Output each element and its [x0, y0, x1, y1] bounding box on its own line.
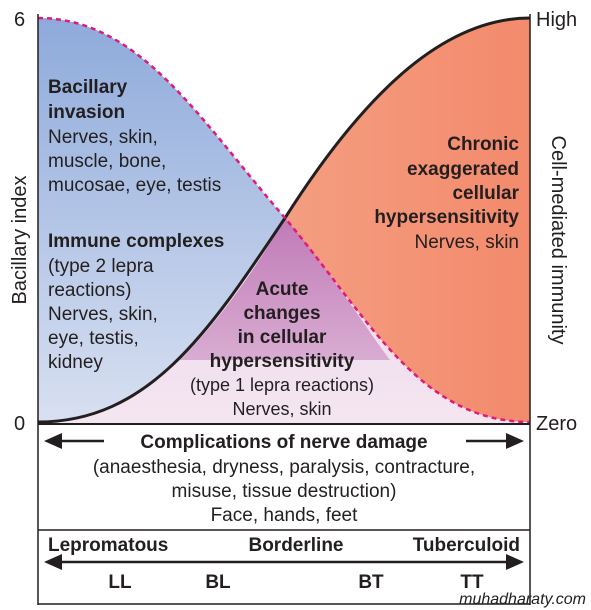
spectrum-code-tt: TT — [460, 572, 484, 593]
complications-arrowhead-right — [506, 433, 524, 449]
right-axis-bottom: Zero — [536, 413, 577, 435]
bacillary-title-line2: invasion — [48, 102, 125, 123]
bacillary-sites-line1: Nerves, skin, — [48, 127, 158, 148]
acute-line4: hypersensitivity — [210, 351, 355, 372]
acute-line3: in cellular — [238, 327, 327, 348]
spectrum-code-ll: LL — [108, 572, 132, 593]
spectrum-arrowhead-right — [506, 554, 524, 570]
spectrum-code-bl: BL — [205, 572, 231, 593]
left-axis-top: 6 — [14, 9, 25, 31]
acute-sites: Nerves, skin — [232, 399, 331, 419]
spectrum-borderline: Borderline — [248, 535, 343, 556]
immune-title: Immune complexes — [48, 231, 224, 252]
immune-sites-line2: eye, testis, — [48, 328, 139, 349]
chronic-line3: cellular — [452, 183, 519, 204]
complications-title-bg — [104, 428, 466, 454]
acute-line2: changes — [243, 303, 320, 324]
complications-line1: (anaesthesia, dryness, paralysis, contra… — [93, 457, 475, 478]
chronic-line4: hypersensitivity — [374, 207, 519, 228]
bacillary-title-line1: Bacillary — [48, 77, 128, 98]
spectrum-code-bt: BT — [358, 572, 384, 593]
bacillary-sites-line2: muscle, bone, — [48, 151, 166, 172]
immune-sites-line3: kidney — [48, 352, 103, 373]
watermark-text: muhadharaty.com — [459, 591, 586, 608]
bacillary-sites-line3: mucosae, eye, testis — [48, 175, 221, 196]
immune-sub-line1: (type 2 lepra — [48, 256, 154, 277]
complications-arrowhead-left — [44, 433, 62, 449]
left-axis-bottom: 0 — [14, 413, 25, 435]
complications-title: Complications of nerve damage — [140, 432, 427, 453]
left-axis-title: Bacillary index — [9, 176, 31, 305]
spectrum-lepromatous: Lepromatous — [48, 535, 168, 556]
chronic-line2: exaggerated — [407, 159, 519, 180]
right-axis-title: Cell-mediated immunity — [547, 136, 569, 345]
immune-sites-line1: Nerves, skin, — [48, 304, 158, 325]
acute-line1: Acute — [256, 279, 309, 300]
complications-line3: Face, hands, feet — [211, 505, 359, 526]
bacillary-curve — [37, 16, 531, 424]
immune-sub-line2: reactions) — [48, 280, 131, 301]
chronic-sites: Nerves, skin — [414, 232, 519, 253]
overlap-area-acute — [180, 218, 390, 360]
complications-line2: misuse, tissue destruction) — [172, 481, 397, 502]
spectrum-arrowhead-left — [44, 554, 62, 570]
acute-sub: (type 1 lepra reactions) — [190, 375, 374, 395]
spectrum-tuberculoid: Tuberculoid — [413, 535, 520, 556]
right-axis-top: High — [536, 9, 577, 31]
chronic-line1: Chronic — [447, 134, 519, 155]
